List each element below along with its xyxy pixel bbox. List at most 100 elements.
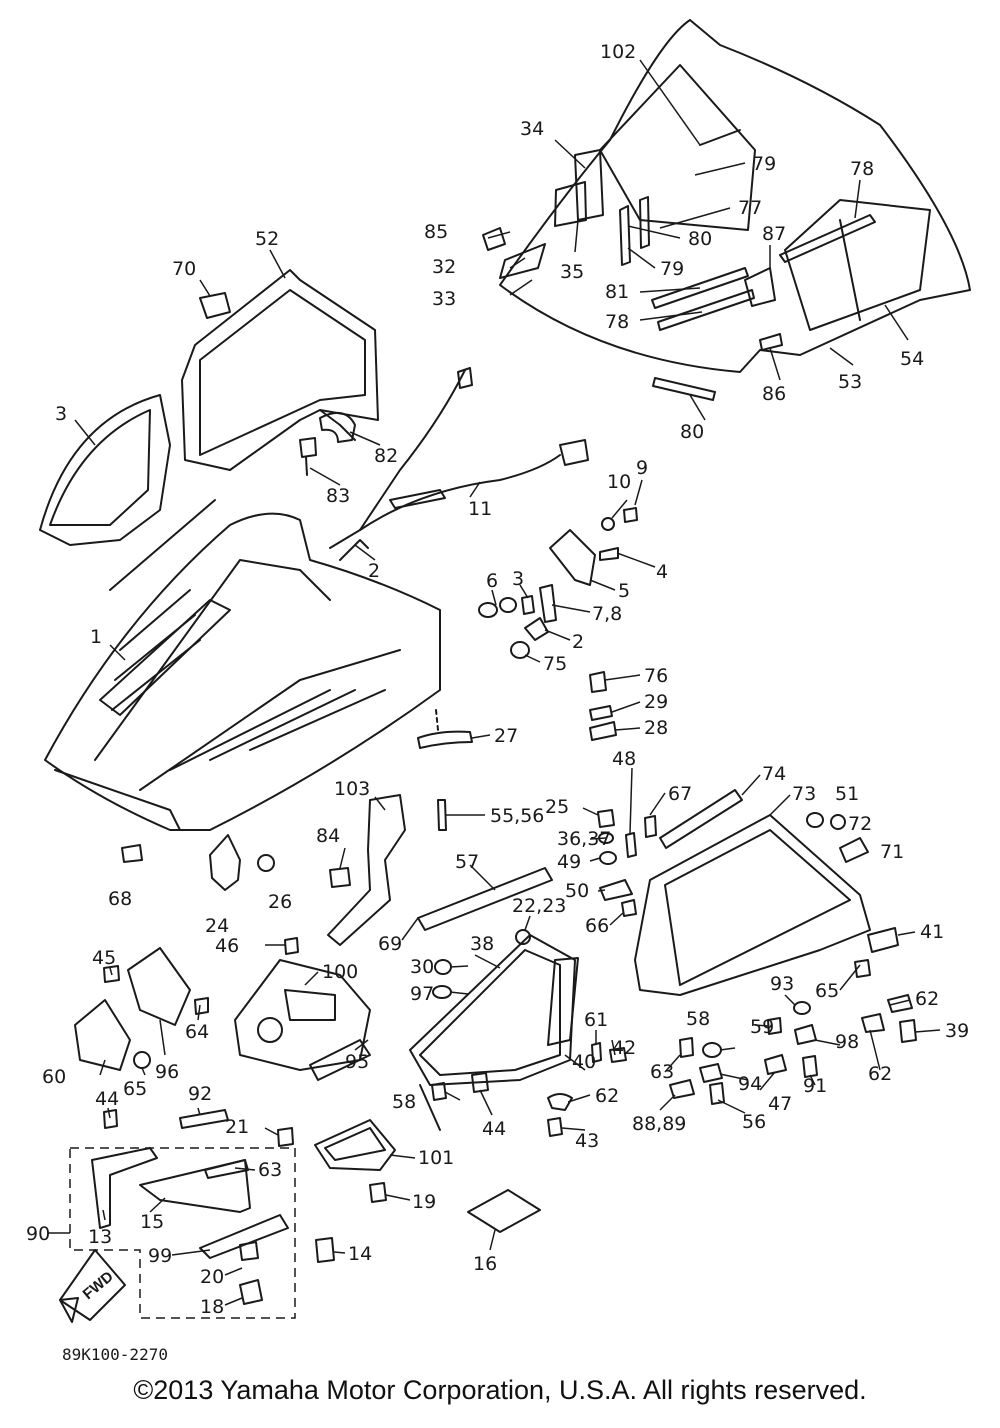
callout: 60 [42, 1066, 66, 1088]
bolt-90 [369, 1182, 387, 1203]
nut-96 [133, 1051, 151, 1069]
callout: 70 [172, 258, 196, 280]
callout: 79 [752, 153, 776, 175]
seal-73 [659, 789, 743, 849]
plate-98 [309, 1039, 371, 1081]
callout: 53 [838, 371, 862, 393]
callout: 30 [410, 956, 434, 978]
callout: 9 [636, 457, 648, 479]
callout: 102 [600, 41, 636, 63]
callout: 36,37 [557, 828, 611, 850]
callout: 63 [650, 1061, 674, 1083]
hood-1 [44, 499, 441, 831]
callout: 21 [225, 1116, 249, 1138]
callout: 4 [656, 561, 668, 583]
callout: 65 [123, 1078, 147, 1100]
callout-labels: 102 34 79 77 85 80 78 87 32 35 79 81 33 … [26, 41, 969, 1318]
callout: 85 [424, 221, 448, 243]
callout: 97 [410, 983, 434, 1005]
callout: 39 [945, 1020, 969, 1042]
hinge-22-23 [209, 834, 241, 891]
callout: 7,8 [592, 603, 622, 625]
callout: 13 [88, 1226, 112, 1248]
callout: 19 [412, 1191, 436, 1213]
callout: 57 [455, 851, 479, 873]
callout: 74 [762, 763, 786, 785]
callout: 28 [644, 717, 668, 739]
side-cover-3 [39, 394, 171, 546]
windshield-assembly [482, 19, 971, 401]
fastener-83 [299, 437, 317, 476]
callout: 83 [326, 485, 350, 507]
callout: 63 [258, 1159, 282, 1181]
bolt-26 [121, 844, 143, 863]
callout: 75 [543, 653, 567, 675]
callout: 26 [268, 891, 292, 913]
panel-97 [234, 959, 371, 1071]
callout: 43 [575, 1130, 599, 1152]
strip-21 [179, 1109, 229, 1129]
callout: 92 [188, 1083, 212, 1105]
bolt-57 [329, 867, 351, 888]
nut-24 [257, 854, 275, 872]
callout: 86 [762, 383, 786, 405]
callout: 90 [26, 1223, 50, 1245]
callout: 2 [368, 560, 380, 582]
callout: 62 [915, 988, 939, 1010]
callout: 84 [316, 825, 340, 847]
callout: 29 [644, 691, 668, 713]
callout: 48 [612, 748, 636, 770]
decal-99 [467, 1189, 541, 1233]
callout: 65 [815, 980, 839, 1002]
callout: 78 [850, 158, 874, 180]
callout: 58 [392, 1091, 416, 1113]
clip-82 [319, 411, 356, 443]
callout: 88,89 [632, 1113, 686, 1135]
callout: 95 [345, 1051, 369, 1073]
leader-lines [48, 59, 941, 1306]
callout: 44 [95, 1088, 119, 1110]
hardware-69-71-72-84 [806, 812, 899, 953]
callout: 77 [738, 197, 762, 219]
callout: 1 [90, 626, 102, 648]
callout: 94 [738, 1073, 762, 1095]
bracket-55-56 [327, 794, 406, 946]
callout: 15 [140, 1211, 164, 1233]
callout: 25 [545, 796, 569, 818]
callout: 22,23 [512, 895, 566, 917]
callout: 100 [322, 961, 358, 983]
airbox-30-39 [409, 934, 579, 1086]
callout: 16 [473, 1253, 497, 1275]
side-panel-51 [634, 814, 871, 996]
gasket-103 [417, 709, 473, 749]
callout: 41 [920, 921, 944, 943]
grille-94 [127, 947, 191, 1026]
callout: 76 [644, 665, 668, 687]
callout: 99 [148, 1245, 172, 1267]
callout: 91 [803, 1075, 827, 1097]
callout: 61 [584, 1009, 608, 1031]
callout: 34 [520, 118, 544, 140]
callout: 5 [618, 580, 630, 602]
callout: 38 [470, 933, 494, 955]
fastener-100-101-92-93-95 [103, 937, 299, 1147]
callout: 55,56 [490, 805, 544, 827]
callout: 79 [660, 258, 684, 280]
cable-11 [329, 367, 589, 549]
callout: 51 [835, 783, 859, 805]
callout: 52 [255, 228, 279, 250]
callout: 67 [668, 783, 692, 805]
callout: 69 [378, 933, 402, 955]
grille-91 [74, 999, 131, 1071]
copyright-notice: ©2013 Yamaha Motor Corporation, U.S.A. A… [133, 1375, 867, 1405]
callout: 73 [792, 783, 816, 805]
callout: 3 [512, 568, 524, 590]
callout: 14 [348, 1243, 372, 1265]
callout: 80 [680, 421, 704, 443]
callout: 27 [494, 725, 518, 747]
small-hardware [597, 809, 657, 917]
callout: 35 [560, 261, 584, 283]
callout: 101 [418, 1147, 454, 1169]
callout: 62 [868, 1063, 892, 1085]
